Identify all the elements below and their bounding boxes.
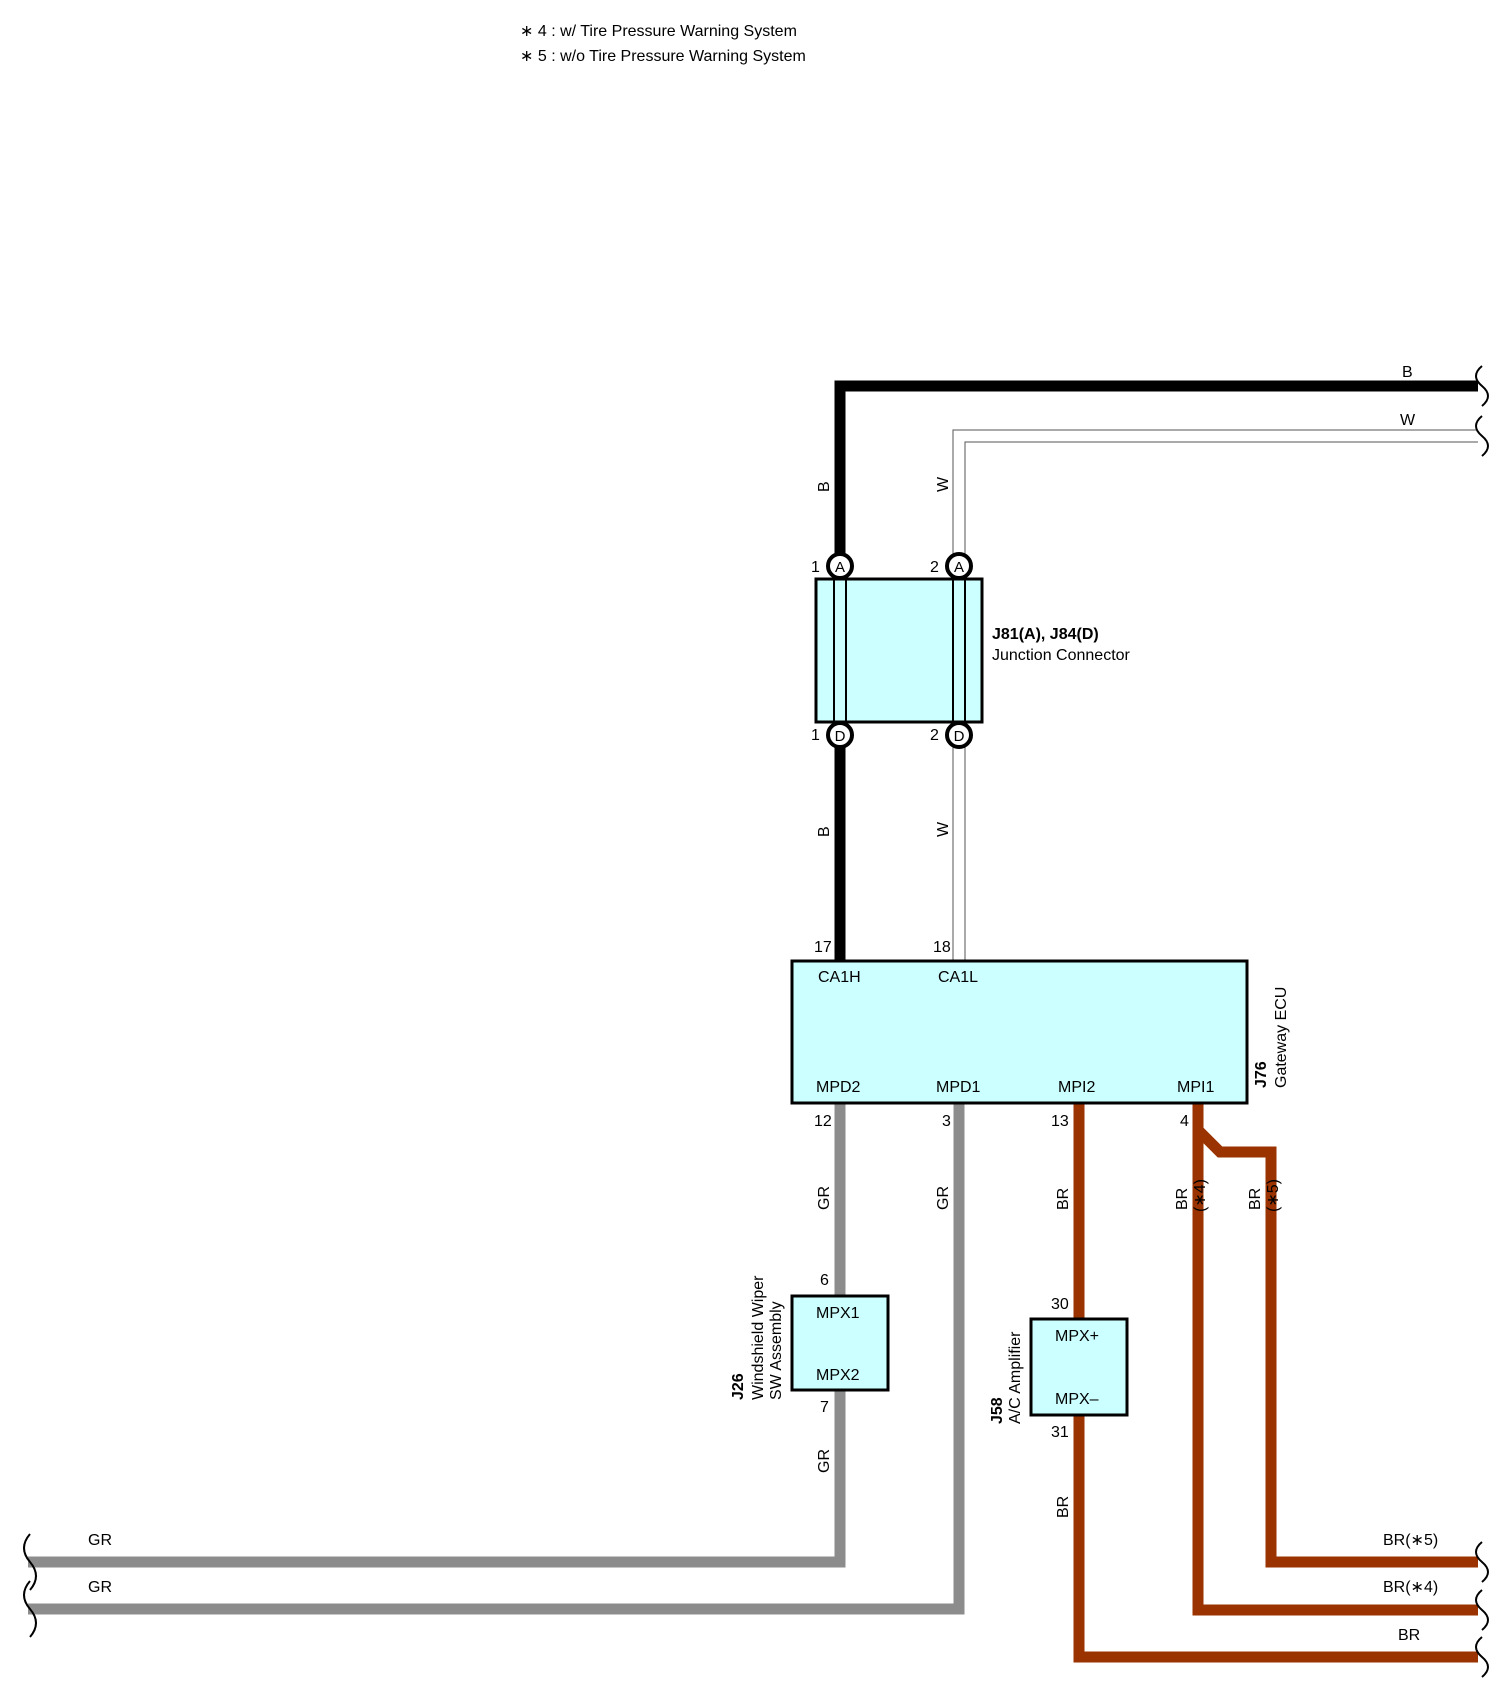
wire-label-br-right: BR bbox=[1398, 1627, 1420, 1644]
wire-label-br-mpi2: BR bbox=[1055, 1188, 1072, 1210]
ecu-pin-3: 3 bbox=[942, 1113, 951, 1130]
connector-d-pin1: D bbox=[826, 721, 854, 749]
junction-connector-id: J81(A), J84(D) bbox=[992, 626, 1099, 643]
ac-terminal-mpx-minus: MPX– bbox=[1055, 1391, 1099, 1408]
junction-pin-a1: 1 bbox=[811, 559, 820, 576]
wire-label-gr-left-1: GR bbox=[88, 1532, 112, 1549]
ecu-terminal-mpi1: MPI1 bbox=[1177, 1079, 1214, 1096]
connector-d-label-2: D bbox=[954, 728, 965, 745]
wire-label-gr-mpd1: GR bbox=[935, 1186, 952, 1210]
ecu-terminal-mpd1: MPD1 bbox=[936, 1079, 981, 1096]
junction-connector bbox=[814, 577, 984, 724]
ac-amplifier bbox=[1029, 1317, 1129, 1417]
connector-a-pin2: A bbox=[945, 552, 973, 580]
wire-label-gr-mpx2: GR bbox=[816, 1449, 833, 1473]
wire-label-b-upper: B bbox=[816, 481, 833, 492]
ac-terminal-mpx-plus: MPX+ bbox=[1055, 1328, 1099, 1345]
ecu-name: Gateway ECU bbox=[1273, 987, 1290, 1088]
wire-label-note4: (∗4) bbox=[1192, 1179, 1209, 1212]
wire-label-br-note5-right: BR(∗5) bbox=[1383, 1532, 1438, 1549]
wiper-name-line1: Windshield Wiper bbox=[750, 1275, 767, 1400]
ecu-terminal-mpi2: MPI2 bbox=[1058, 1079, 1095, 1096]
wire-label-br-note5: BR bbox=[1247, 1188, 1264, 1210]
note-5: ∗ 5 : w/o Tire Pressure Warning System bbox=[520, 48, 806, 65]
gateway-ecu bbox=[790, 959, 1249, 1105]
ecu-id: J76 bbox=[1253, 1061, 1270, 1088]
junction-pin-d1: 1 bbox=[811, 727, 820, 744]
wiper-terminal-mpx1: MPX1 bbox=[816, 1305, 860, 1322]
wire-b bbox=[834, 380, 1478, 960]
connector-a-label-2: A bbox=[954, 559, 964, 576]
wiper-pin-6: 6 bbox=[820, 1272, 829, 1289]
wire-break-left bbox=[23, 1533, 37, 1638]
wire-label-gr-left-2: GR bbox=[88, 1579, 112, 1596]
ac-pin-31: 31 bbox=[1051, 1424, 1069, 1441]
ac-name: A/C Amplifier bbox=[1007, 1331, 1024, 1424]
wire-label-note5: (∗5) bbox=[1265, 1179, 1282, 1212]
wire-w bbox=[952, 429, 1478, 960]
wire-label-br-note4-right: BR(∗4) bbox=[1383, 1579, 1438, 1596]
ecu-pin-17: 17 bbox=[814, 939, 832, 956]
wiper-pin-7: 7 bbox=[820, 1399, 829, 1416]
ac-pin-30: 30 bbox=[1051, 1296, 1069, 1313]
wiper-name-line2: SW Assembly bbox=[768, 1301, 785, 1400]
wire-label-br-mpx-minus: BR bbox=[1055, 1496, 1072, 1518]
ecu-terminal-ca1h: CA1H bbox=[818, 969, 861, 986]
junction-connector-name: Junction Connector bbox=[992, 647, 1131, 664]
junction-pin-d2: 2 bbox=[930, 727, 939, 744]
junction-pin-a2: 2 bbox=[930, 559, 939, 576]
wire-label-br-mpi1: BR bbox=[1174, 1188, 1191, 1210]
wire-gr bbox=[28, 1104, 965, 1615]
wire-label-b-top: B bbox=[1402, 364, 1413, 381]
connector-d-label-1: D bbox=[835, 728, 846, 745]
ecu-terminal-mpd2: MPD2 bbox=[816, 1079, 861, 1096]
wire-label-w-lower: W bbox=[935, 821, 952, 837]
connector-d-pin2: D bbox=[945, 721, 973, 749]
ecu-pin-13: 13 bbox=[1051, 1113, 1069, 1130]
wire-label-w-top: W bbox=[1400, 412, 1416, 429]
connector-a-pin1: A bbox=[826, 552, 854, 580]
wire-label-gr-mpd2: GR bbox=[816, 1186, 833, 1210]
ecu-pin-12: 12 bbox=[814, 1113, 832, 1130]
wire-br bbox=[1073, 1104, 1478, 1663]
wiper-switch bbox=[790, 1294, 890, 1392]
ecu-terminal-ca1l: CA1L bbox=[938, 969, 978, 986]
ecu-pin-4: 4 bbox=[1180, 1113, 1189, 1130]
wire-label-b-lower: B bbox=[816, 826, 833, 837]
wire-break-right bbox=[1475, 365, 1489, 1678]
wire-label-w-upper: W bbox=[935, 476, 952, 492]
wiper-terminal-mpx2: MPX2 bbox=[816, 1367, 860, 1384]
ecu-pin-18: 18 bbox=[933, 939, 951, 956]
wiper-id: J26 bbox=[730, 1373, 747, 1400]
ac-id: J58 bbox=[989, 1397, 1006, 1424]
note-4: ∗ 4 : w/ Tire Pressure Warning System bbox=[520, 23, 797, 40]
connector-a-label-1: A bbox=[835, 559, 845, 576]
